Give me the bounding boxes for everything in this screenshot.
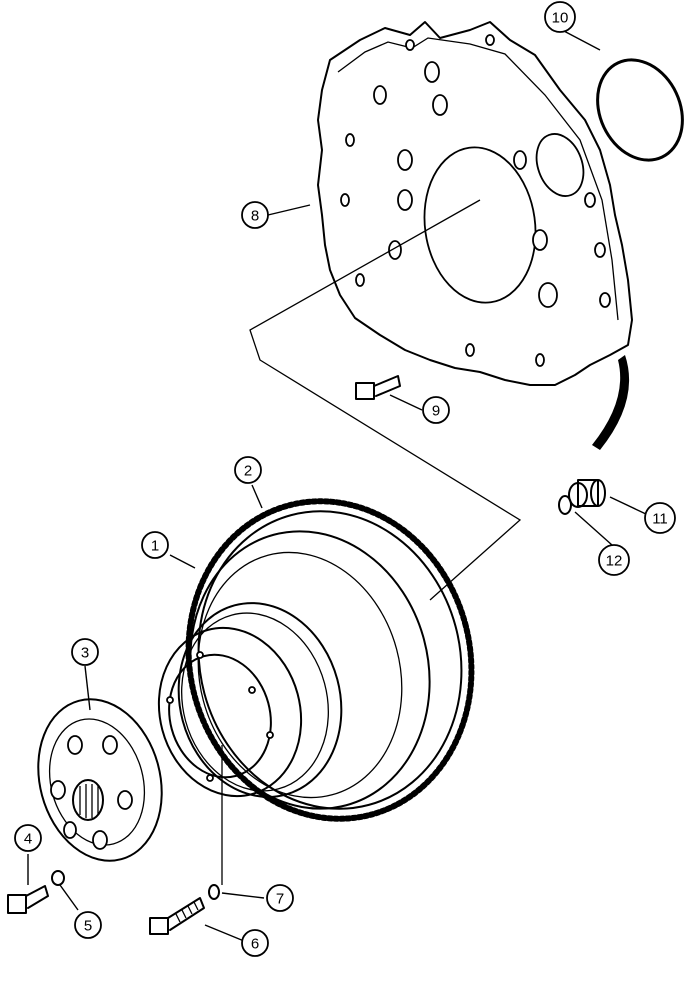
callout-plug: 11 [644,502,676,534]
callout-number: 1 [151,538,159,555]
callout-flywheel-housing: 1 [141,531,169,559]
damper-bolt [7,885,49,914]
callout-adapter-plate: 8 [241,201,269,229]
callout-number: 7 [276,891,284,908]
callout-damper-plate: 3 [71,638,99,666]
plug [568,479,606,508]
callout-number: 5 [84,918,92,935]
callout-plug-seal: 12 [598,544,630,576]
flywheel-bolt [149,897,205,935]
callout-number: 8 [251,208,259,225]
damper-washer [51,870,65,886]
o-ring [596,58,684,162]
callout-number: 2 [244,463,252,480]
callout-plate-bolt: 9 [422,396,450,424]
plate-bolt [355,375,401,400]
callout-damper-bolt: 4 [14,824,42,852]
assembly-arrow [592,355,630,450]
callout-damper-washer: 5 [74,911,102,939]
damper-plate [37,698,163,862]
plug-seal [558,495,572,515]
callout-o-ring: 10 [544,1,576,33]
callout-number: 11 [652,511,668,528]
callout-flywheel-bolt: 6 [241,929,269,957]
callout-number: 3 [81,645,89,662]
callout-number: 10 [552,10,569,27]
callout-number: 9 [432,403,440,420]
flywheel-washer [208,884,220,900]
callout-flywheel-washer: 7 [266,884,294,912]
callout-number: 6 [251,936,259,953]
flywheel-assembly [157,498,475,822]
alignment-line [249,199,522,601]
callout-number: 12 [606,553,623,570]
callout-number: 4 [24,831,32,848]
callout-ring-gear: 2 [234,456,262,484]
adapter-plate [317,21,633,386]
